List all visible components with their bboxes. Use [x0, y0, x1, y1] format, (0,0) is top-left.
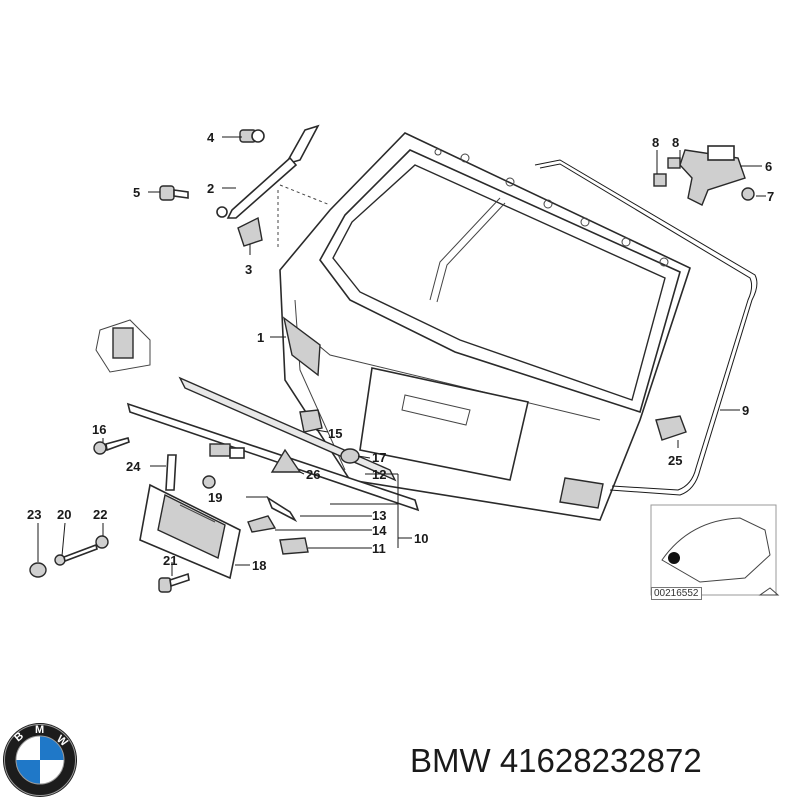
callout-23: 23 — [27, 507, 41, 522]
hinge — [653, 145, 755, 206]
bmw-logo-letter-m: M — [35, 724, 44, 736]
strut-bracket — [237, 216, 263, 247]
callout-22: 22 — [93, 507, 107, 522]
tailgate-seal — [534, 159, 758, 496]
bolt-5 — [159, 185, 189, 201]
callout-24: 24 — [126, 459, 141, 474]
inset-car-reference — [650, 504, 780, 596]
callout-6: 6 — [765, 159, 772, 174]
warning-label — [270, 448, 302, 473]
tailgate-assembly — [279, 132, 691, 521]
callout-1: 1 — [257, 330, 264, 345]
ball-stud — [239, 129, 265, 143]
part-number: 41628232872 — [499, 742, 702, 779]
bmw-logo: B M W — [3, 723, 77, 797]
callout-13: 13 — [372, 508, 386, 523]
rubber-pad — [95, 319, 151, 373]
callout-11: 12 — [372, 467, 386, 482]
rod — [165, 454, 177, 491]
callout-15: 15 — [328, 426, 342, 441]
small-parts — [29, 409, 687, 593]
callout-20: 20 — [57, 507, 71, 522]
plate-holder — [139, 483, 241, 580]
callout-5: 5 — [133, 185, 140, 200]
callout-21: 21 — [163, 553, 177, 568]
callout-3: 3 — [245, 262, 252, 277]
callout-12: 11 — [372, 541, 386, 556]
callout-25: 25 — [668, 453, 682, 468]
callout-7: 7 — [767, 189, 774, 204]
callout-14: 14 — [372, 523, 387, 538]
callout-2: 2 — [207, 181, 214, 196]
callout-labels: 4 2 5 3 1 8 8 6 7 9 16 15 25 17 24 26 12… — [27, 130, 774, 573]
callout-8b: 8 — [672, 135, 679, 150]
callout-19: 19 — [208, 490, 222, 505]
callout-9: 9 — [742, 403, 749, 418]
leader-lines — [37, 136, 766, 576]
brand-name: BMW — [410, 742, 491, 779]
callout-10: 10 — [414, 531, 428, 546]
callout-16: 16 — [92, 422, 106, 437]
callout-8a: 8 — [652, 135, 659, 150]
callout-18: 18 — [252, 558, 266, 573]
inset-reference-code: 00216552 — [651, 587, 702, 600]
callout-4: 4 — [207, 130, 215, 145]
callout-26: 26 — [306, 467, 320, 482]
part-caption: BMW 41628232872 — [410, 742, 702, 780]
callout-17: 17 — [372, 450, 386, 465]
gas-strut — [216, 124, 320, 219]
